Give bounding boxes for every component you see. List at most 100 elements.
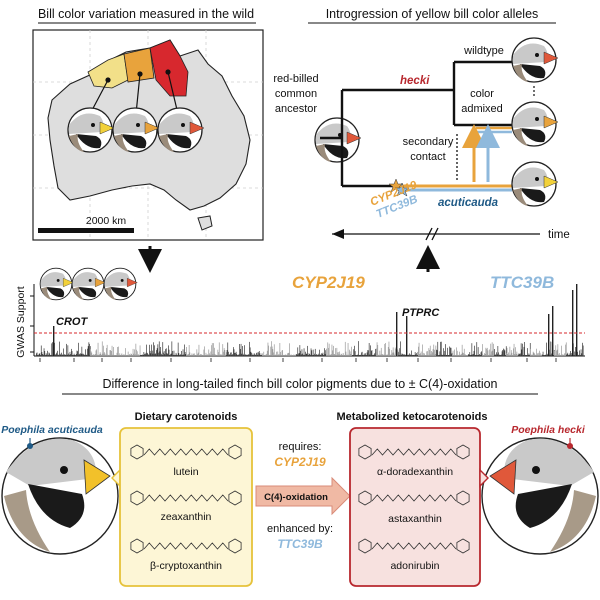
gwas-bar (385, 343, 386, 356)
gwas-bar (427, 351, 428, 356)
gwas-bar (355, 355, 357, 356)
panel-a-title: Bill color variation measured in the wil… (38, 7, 254, 21)
gwas-bar (50, 355, 52, 356)
gwas-bar (201, 354, 203, 356)
gwas-bar (581, 353, 583, 356)
gwas-bar (267, 342, 269, 356)
gwas-bar (277, 351, 279, 356)
finch-icon (511, 161, 559, 207)
gwas-bar (115, 355, 116, 356)
gwas-bar (281, 350, 283, 356)
gwas-bar (190, 355, 191, 356)
gwas-bar (177, 342, 179, 356)
gwas-bar (202, 355, 204, 356)
gwas-bar (242, 353, 244, 356)
gwas-bar (245, 354, 247, 356)
gwas-bar (275, 354, 276, 356)
time-label: time (548, 229, 570, 241)
gwas-bar (507, 354, 509, 356)
gwas-bar (409, 353, 410, 356)
gwas-bar (454, 349, 455, 356)
gwas-bar (126, 354, 128, 356)
gwas-bar (559, 354, 561, 356)
gwas-bar (239, 344, 240, 356)
gwas-bar (535, 355, 537, 356)
gwas-bar (269, 355, 271, 356)
gwas-bar (402, 354, 404, 356)
gwas-bar (352, 355, 354, 356)
gwas-bar (452, 350, 454, 356)
gwas-bar (266, 353, 267, 356)
gwas-bar (554, 350, 555, 356)
secondary-contact-label: secondary (403, 136, 454, 148)
gwas-bar (429, 349, 430, 356)
gwas-bar (582, 345, 584, 356)
gwas-bar (42, 354, 43, 356)
finch-icon (112, 107, 160, 153)
gwas-bar (223, 348, 225, 356)
gwas-bar (284, 355, 286, 356)
gwas-bar (255, 354, 257, 356)
gwas-bar (268, 345, 269, 356)
gwas-bar (190, 354, 192, 356)
gwas-bar (332, 350, 333, 356)
gwas-bar (144, 353, 145, 356)
gwas-bar (85, 349, 86, 356)
gwas-bar (542, 354, 543, 356)
gwas-bar (450, 347, 452, 356)
gwas-bar (466, 355, 467, 356)
gwas-bar (521, 349, 523, 356)
gwas-bar (307, 345, 308, 356)
gwas-bar (518, 354, 519, 356)
gwas-bar (209, 353, 210, 356)
time-arrowhead (332, 229, 344, 239)
gwas-bar (92, 355, 93, 356)
gwas-bar (497, 346, 499, 356)
gwas-bar (127, 351, 129, 356)
gwas-bar (258, 351, 260, 356)
secondary-contact-label: contact (410, 151, 445, 163)
gwas-bar (41, 352, 43, 356)
gwas-bar (570, 351, 571, 356)
gwas-bar (54, 342, 55, 356)
gwas-bar (51, 343, 53, 356)
gwas-bar (153, 342, 154, 356)
dietary-box (119, 427, 253, 587)
gwas-bar (294, 355, 295, 356)
gwas-bar (508, 354, 510, 356)
gwas-bar (553, 355, 554, 356)
gwas-bar (467, 354, 469, 356)
gwas-bar (226, 350, 228, 356)
gwas-bar (62, 354, 64, 356)
gwas-bar (230, 352, 232, 356)
gwas-bar (254, 354, 256, 356)
gwas-bar (290, 355, 291, 356)
gwas-bar (36, 353, 37, 356)
gwas-bar (274, 355, 276, 356)
gwas-bar (83, 354, 85, 356)
gwas-bar (505, 355, 506, 356)
gwas-bar (137, 354, 139, 356)
gwas-bar (503, 348, 504, 356)
gwas-bar (562, 354, 564, 356)
gwas-bar (558, 353, 560, 356)
gwas-bar (121, 353, 123, 356)
gwas-bar (443, 348, 444, 356)
gwas-bar (179, 355, 180, 356)
gwas-bar (89, 343, 90, 356)
gwas-bar (269, 354, 270, 356)
gwas-bar (398, 355, 400, 356)
gwas-bar (218, 352, 219, 356)
gwas-bar (64, 354, 66, 356)
gwas-bar (472, 354, 474, 356)
gwas-bar (524, 342, 525, 356)
gwas-bar (93, 354, 95, 356)
admixed-label: admixed (461, 103, 503, 115)
gwas-bar (262, 355, 264, 356)
metab-item: astaxanthin (388, 513, 442, 525)
range-red (149, 39, 189, 97)
gwas-bar (544, 355, 545, 356)
gwas-bar (472, 354, 473, 356)
gwas-bar (342, 353, 344, 356)
gwas-bar (73, 354, 74, 356)
